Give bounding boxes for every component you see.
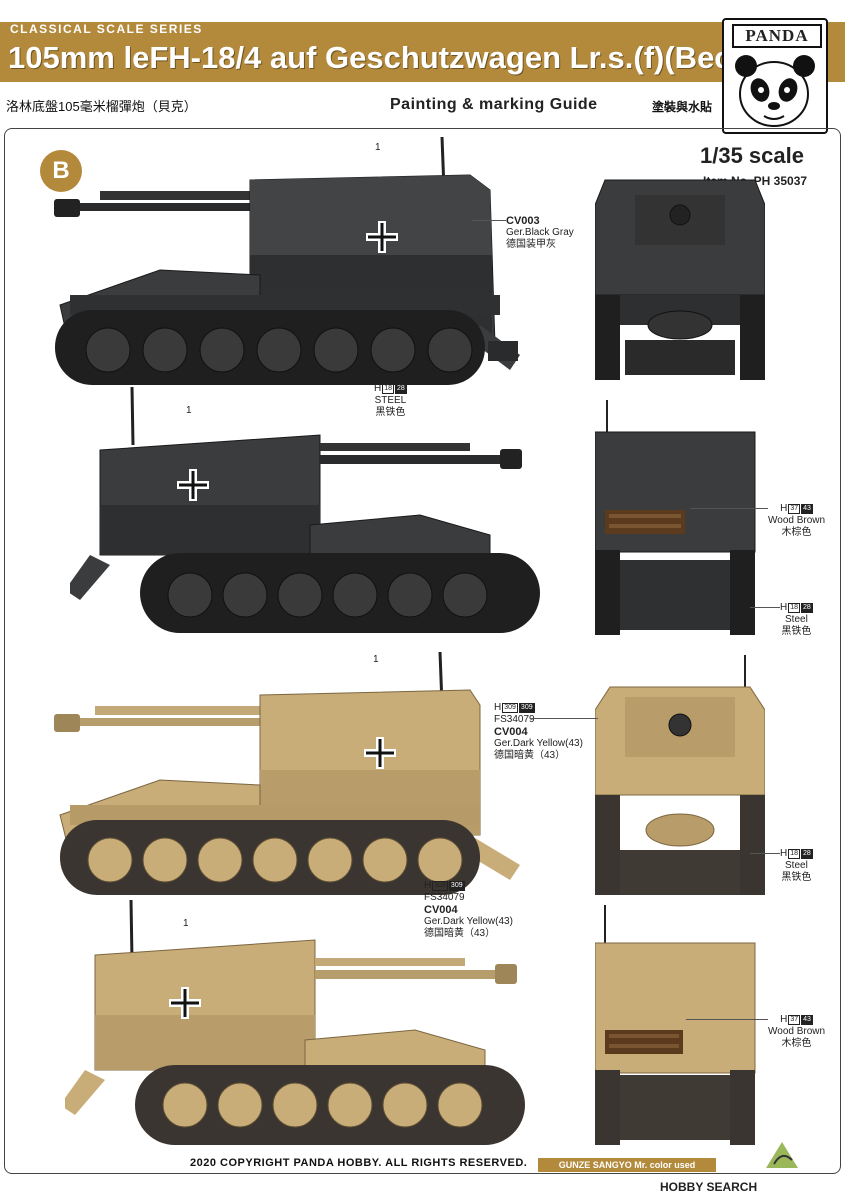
h-prefix: H [374, 383, 382, 394]
front-view-gray [595, 179, 765, 380]
guide-title-cn: 塗裝與水貼 [652, 100, 713, 114]
code-box: 309 [502, 703, 518, 713]
color-code: CV004 [424, 904, 458, 916]
logo-text: PANDA [732, 24, 822, 48]
leader-line [472, 220, 506, 221]
bird-logo-icon [766, 1142, 798, 1168]
code-box-dark: 28 [801, 849, 813, 859]
color-name: Wood Brown [768, 515, 826, 526]
panda-logo: PANDA [722, 18, 828, 134]
marker-number: 1 [186, 405, 192, 416]
marker-number: 1 [373, 654, 379, 665]
color-name-cn: 木棕色 [781, 527, 812, 538]
code-box: 37 [788, 1015, 801, 1025]
copyright-text: 2020 COPYRIGHT PANDA HOBBY. ALL RIGHTS R… [190, 1157, 528, 1169]
color-name-cn: 黑铁色 [781, 872, 812, 883]
rear-view-yellow [595, 905, 756, 1145]
marker-number: 1 [183, 918, 189, 929]
scale-label: 1/35 scale [700, 143, 804, 168]
code-box: 37 [788, 504, 801, 514]
gunze-label: GUNZE SANGYO Mr. color used [538, 1158, 716, 1172]
fs-code: FS34079 [424, 892, 465, 903]
code-box-dark: 28 [395, 384, 407, 394]
subtitle-cn: 洛林底盤105毫米榴彈炮（貝克） [6, 99, 197, 114]
leader-line [690, 508, 768, 509]
code-box: 18 [788, 849, 801, 859]
rear-view-gray [595, 400, 756, 635]
code-box-dark: 43 [801, 504, 813, 514]
leader-line [750, 607, 780, 608]
callout-steel-2: H 18 28 Steel 黑铁色 [780, 602, 813, 638]
color-name-cn: 木棕色 [781, 1038, 812, 1049]
code-box: 18 [382, 384, 395, 394]
color-name-cn: 黑铁色 [375, 407, 406, 418]
callout-cv003: CV003 Ger.Black Gray 德国装甲灰 [506, 215, 574, 251]
side-view-gray-right [70, 386, 540, 633]
color-name: Steel [785, 860, 808, 871]
callout-dark-yellow-1: H 309 309 FS34079 CV004 Ger.Dark Yellow(… [494, 702, 583, 762]
code-box: 18 [788, 603, 801, 613]
h-prefix: H [780, 602, 788, 613]
marker-number: 1 [375, 142, 381, 153]
color-name-cn: 黑铁色 [781, 626, 812, 637]
front-view-yellow [595, 655, 765, 895]
color-name: Steel [785, 614, 808, 625]
color-code: CV003 [506, 215, 540, 227]
side-view-gray-left [54, 136, 520, 385]
scheme-badge: B [40, 150, 82, 192]
color-name-cn: 德国暗黄（43） [424, 928, 496, 939]
header-band [0, 22, 845, 82]
panda-face-icon [735, 55, 815, 127]
code-box: 309 [432, 881, 448, 891]
side-view-yellow-left [54, 651, 520, 895]
color-name-cn: 德国暗黄（43） [494, 750, 566, 761]
h-prefix: H [494, 702, 502, 713]
callout-wood-brown-2: H 37 43 Wood Brown 木棕色 [768, 1014, 825, 1050]
color-name: Ger.Dark Yellow(43) [424, 916, 513, 927]
page-title: 105mm leFH-18/4 auf Geschutzwagen Lr.s.(… [8, 40, 789, 75]
fs-code: FS34079 [494, 714, 535, 725]
callout-wood-brown-1: H 37 43 Wood Brown 木棕色 [768, 503, 825, 539]
callout-steel-3: H 18 28 Steel 黑铁色 [780, 848, 813, 884]
code-box-dark: 309 [448, 881, 465, 891]
leader-line [530, 718, 598, 719]
code-box-dark: 43 [801, 1015, 813, 1025]
color-name: STEEL [374, 395, 407, 406]
h-prefix: H [780, 848, 788, 859]
h-prefix: H [780, 1014, 788, 1025]
callout-dark-yellow-2: H 309 309 FS34079 CV004 Ger.Dark Yellow(… [424, 880, 513, 940]
series-label: CLASSICAL SCALE SERIES [10, 22, 203, 36]
code-box-dark: 309 [518, 703, 535, 713]
color-code: CV004 [494, 726, 528, 738]
h-prefix: H [424, 880, 432, 891]
h-prefix: H [780, 503, 788, 514]
content-frame [4, 128, 841, 1174]
callout-steel-1: H 18 28 STEEL 黑铁色 [374, 383, 407, 419]
leader-line [750, 853, 780, 854]
color-name: Wood Brown [768, 1026, 826, 1037]
guide-title: Painting & marking Guide [390, 96, 598, 113]
leader-line [686, 1019, 768, 1020]
color-name: Ger.Black Gray [506, 227, 574, 238]
side-view-yellow-right [65, 900, 525, 1145]
color-name: Ger.Dark Yellow(43) [494, 738, 583, 749]
watermark: HOBBY SEARCH [660, 1180, 758, 1194]
code-box-dark: 28 [801, 603, 813, 613]
color-name-cn: 德国装甲灰 [506, 239, 556, 250]
